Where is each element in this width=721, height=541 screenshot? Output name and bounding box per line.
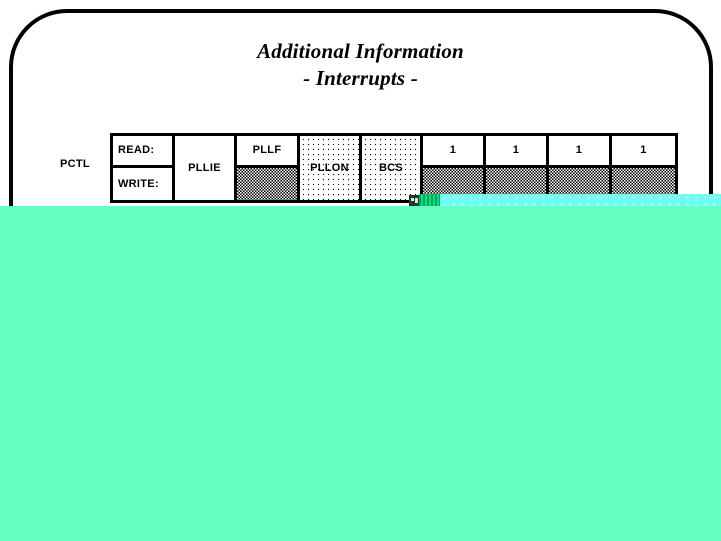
bit-cell-pllon: PLLON — [300, 136, 362, 200]
bit-cell-value-3: 1 — [549, 136, 612, 200]
bit-value-4-read: 1 — [612, 136, 675, 168]
slide-title: Additional Information - Interrupts - — [0, 38, 721, 92]
read-label: READ: — [118, 144, 155, 156]
bit-cell-pllie: PLLIE — [175, 136, 237, 200]
read-row: READ: — [113, 136, 172, 168]
bit-label-value-4: 1 — [640, 144, 647, 156]
bit-label-pllf: PLLF — [252, 144, 282, 156]
register-name-label: PCTL — [60, 158, 90, 170]
render-artifact-cyan-speckle — [440, 194, 721, 207]
write-row: WRITE: — [113, 168, 172, 200]
write-label: WRITE: — [118, 177, 159, 190]
register-access-column: READ: WRITE: — [113, 136, 175, 200]
bit-value-2-read: 1 — [486, 136, 546, 168]
render-artifact-icon — [409, 195, 421, 206]
slide-title-line-1: Additional Information — [257, 39, 464, 63]
slide-title-line-2: - Interrupts - — [303, 66, 418, 90]
bit-cell-value-4: 1 — [612, 136, 675, 200]
bit-cell-value-1: 1 — [423, 136, 486, 200]
bit-cell-bcs: BCS — [362, 136, 423, 200]
bit-label-value-1: 1 — [449, 144, 457, 156]
bit-label-value-2: 1 — [512, 144, 520, 156]
bit-cell-pllf: PLLF — [237, 136, 300, 200]
bit-cell-value-2: 1 — [486, 136, 549, 200]
bit-pllf-write-hatch — [237, 168, 297, 200]
bit-pllf-read-cell: PLLF — [237, 136, 297, 168]
bit-label-pllon: PLLON — [310, 161, 349, 174]
register-bit-table: READ: WRITE: PLLIE PLLF PLLON BCS — [110, 133, 678, 203]
bit-value-3-read: 1 — [549, 136, 609, 168]
bit-label-value-3: 1 — [575, 144, 583, 156]
bit-label-pllie: PLLIE — [188, 161, 221, 174]
render-artifact-smear — [419, 194, 443, 207]
bit-label-bcs: BCS — [378, 161, 404, 174]
bit-value-1-read: 1 — [423, 136, 483, 168]
render-overlay-green — [0, 206, 721, 541]
